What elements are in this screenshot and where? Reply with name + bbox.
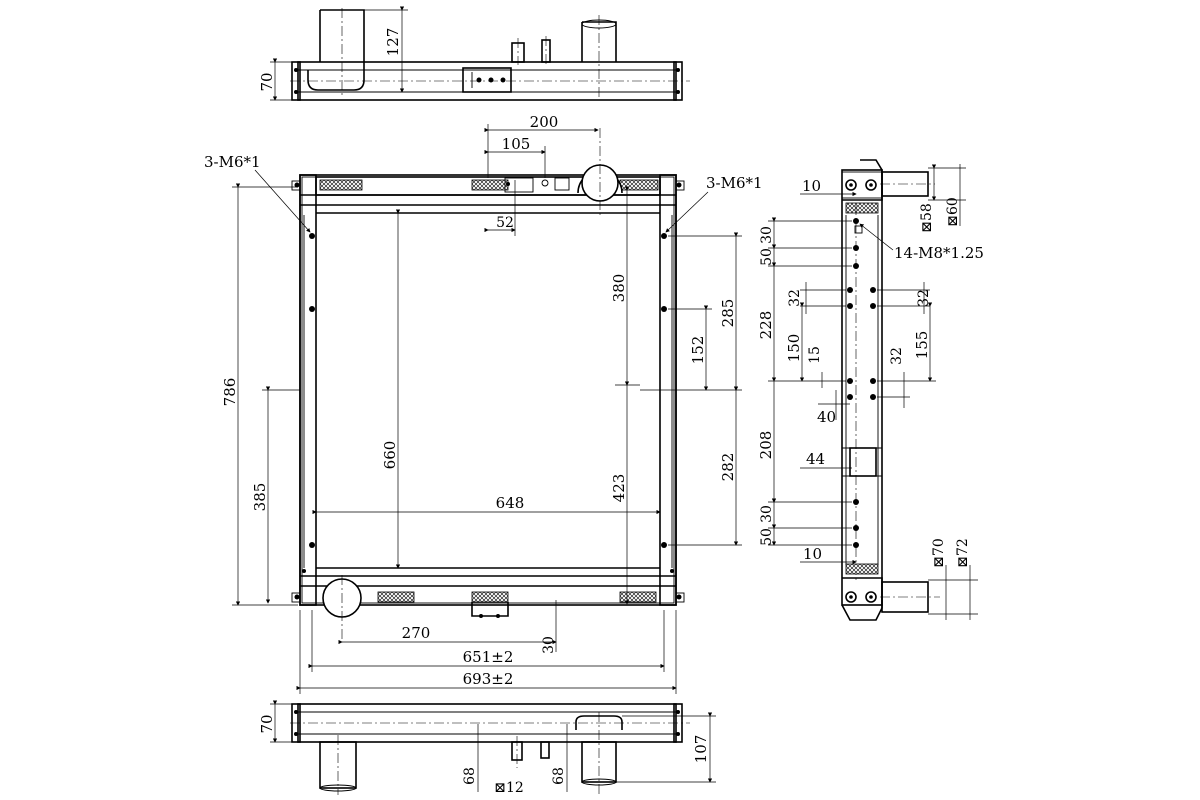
side-dim-32-right: 32: [916, 289, 932, 307]
side-dim-58: ⊠58: [919, 203, 935, 233]
front-label-thread-left: 3-M6*1: [204, 153, 261, 171]
side-dim-60: ⊠60: [945, 197, 961, 227]
side-dim-40: 40: [817, 408, 836, 426]
side-view-body: [841, 169, 883, 606]
bottom-dim-68-right: 68: [551, 767, 567, 785]
front-dim-380: 380: [610, 274, 628, 303]
side-dim-32-left: 32: [787, 289, 803, 307]
bottom-dim-107: 107: [692, 735, 710, 764]
front-dim-651: 651±2: [463, 648, 514, 666]
top-outlet-pipe: [581, 21, 617, 62]
front-dim-200: 200: [530, 113, 559, 131]
side-dim-228: 228: [757, 311, 775, 340]
bottom-view: 70 107 68 ⊠12 68: [258, 700, 716, 796]
side-dim-44: 44: [806, 450, 825, 468]
side-dim-50-top: 50: [759, 248, 775, 266]
side-dim-208: 208: [757, 431, 775, 460]
top-view: 70 127: [258, 6, 690, 101]
side-dim-150: 150: [785, 334, 803, 363]
top-dim-70: 70: [258, 72, 276, 91]
front-dim-660: 660: [381, 441, 399, 470]
side-dim-30-bot: 30: [759, 505, 775, 523]
top-inlet-pipe: [307, 9, 365, 91]
side-view: 10 ⊠58 ⊠60 14-M8*1.25 30 50 32 228 150 1…: [757, 159, 984, 621]
front-dim-693: 693±2: [463, 670, 514, 688]
side-dim-72: ⊠72: [955, 538, 971, 568]
side-dim-10-top: 10: [802, 177, 821, 195]
front-dim-385: 385: [251, 483, 269, 512]
side-dim-50-bot: 50: [759, 528, 775, 546]
front-dim-423: 423: [610, 474, 628, 503]
front-dim-105: 105: [502, 135, 531, 153]
side-dim-32-mid: 32: [889, 347, 905, 365]
front-dim-282: 282: [719, 453, 737, 482]
side-label-thread: 14-M8*1.25: [894, 244, 984, 262]
front-dim-285: 285: [719, 299, 737, 328]
top-dim-127: 127: [384, 28, 402, 57]
front-dim-30: 30: [541, 636, 557, 654]
side-dim-10-bot: 10: [803, 545, 822, 563]
side-dim-70: ⊠70: [931, 538, 947, 568]
front-label-thread-right: 3-M6*1: [706, 174, 763, 192]
side-dim-15: 15: [807, 346, 823, 364]
front-core: [315, 212, 661, 569]
side-dim-155: 155: [913, 331, 931, 360]
front-view: 3-M6*1 3-M6*1 200 105 52 786 385 660 648: [204, 113, 763, 694]
front-outer-frame: [299, 174, 677, 606]
front-dim-786: 786: [221, 378, 239, 407]
front-dim-648: 648: [496, 494, 525, 512]
bottom-dim-12: ⊠12: [494, 780, 524, 796]
side-dim-30-top: 30: [759, 226, 775, 244]
bottom-dim-68-left: 68: [462, 767, 478, 785]
bottom-dim-70: 70: [258, 714, 276, 733]
front-dim-270: 270: [402, 624, 431, 642]
front-dim-52: 52: [496, 215, 514, 231]
front-dim-152: 152: [689, 336, 707, 365]
